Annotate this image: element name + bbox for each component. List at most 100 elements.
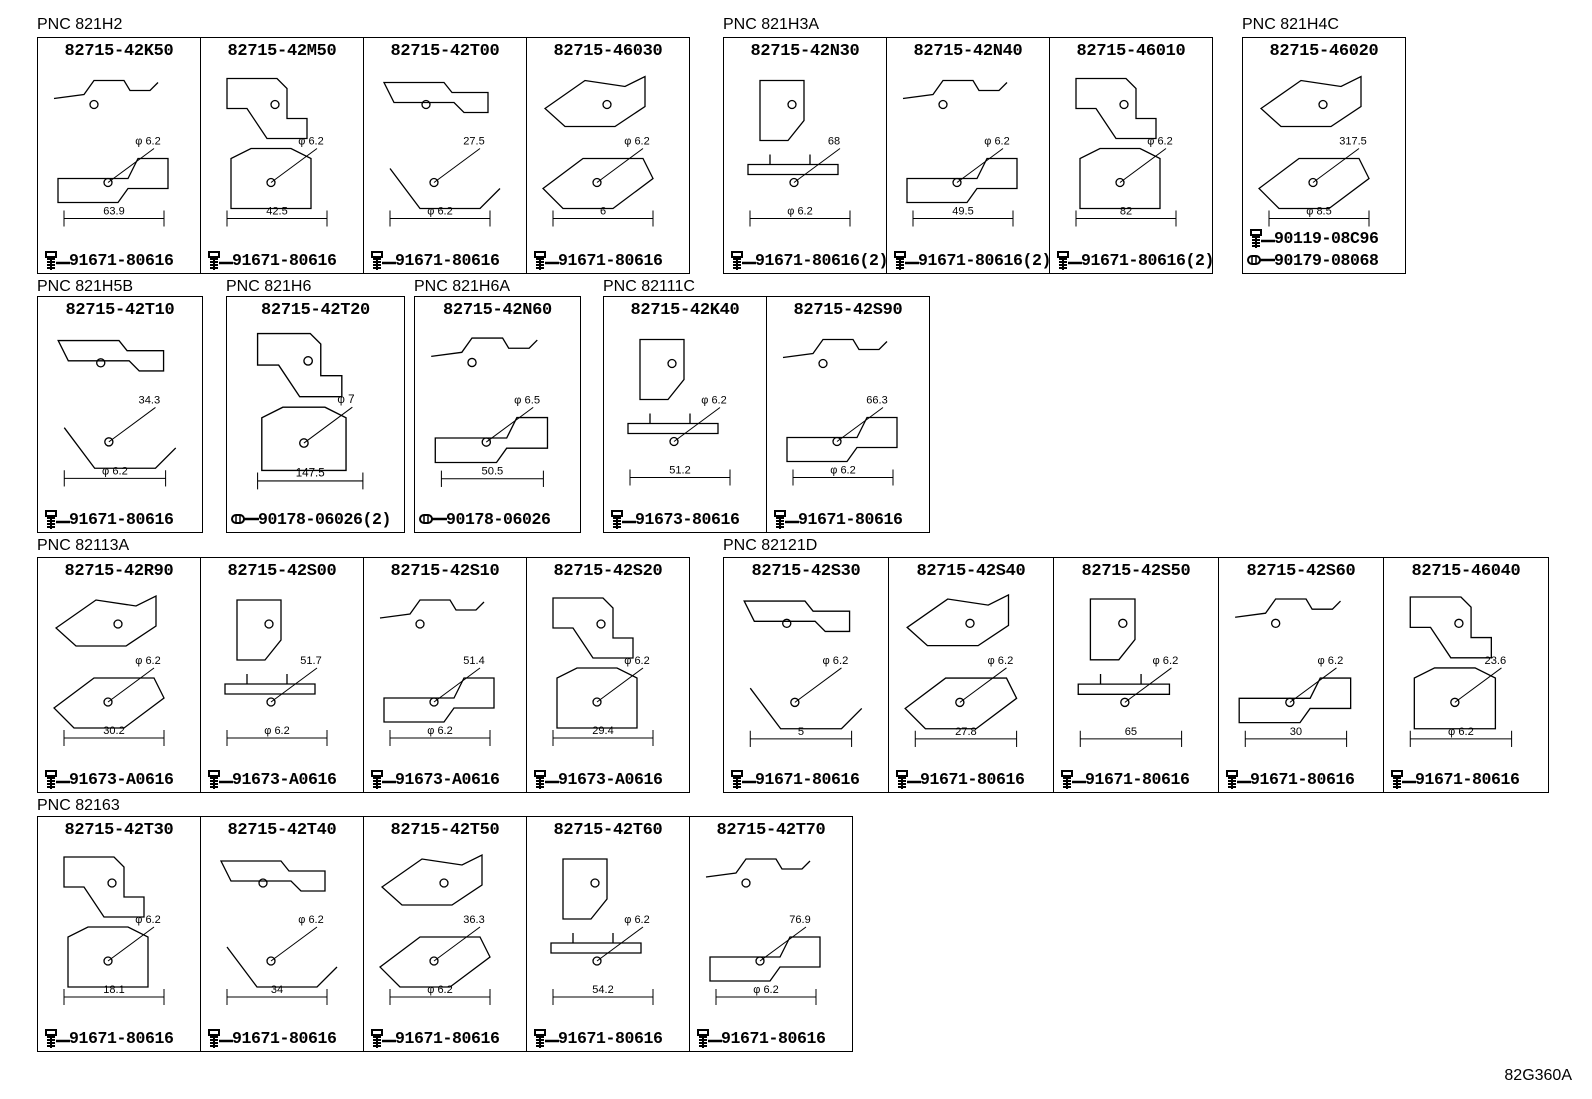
pnc-group-label: PNC 82111C (603, 278, 695, 295)
dimension-label: φ 6.5 (514, 394, 540, 406)
bolt-fastener[interactable]: 91671-80616 (771, 508, 929, 530)
fastener-list: 91671-80616 (205, 1027, 363, 1049)
fastener-list: 91671-80616 (728, 768, 888, 790)
fastener-list: 91671-80616 (205, 249, 363, 271)
fastener-part-number: 91673-A0616 (558, 769, 663, 789)
fastener-part-number: 91671-80616 (558, 250, 663, 270)
mounting-hole (421, 99, 431, 110)
bolt-fastener[interactable]: 91671-80616 (42, 249, 200, 271)
bolt-fastener[interactable]: 91673-A0616 (42, 768, 200, 790)
bolt-fastener[interactable]: 91671-80616 (1058, 768, 1218, 790)
bracket-outline (236, 599, 282, 661)
dimension-label: φ 6.2 (984, 136, 1009, 148)
diagram-id: 82G360A (1504, 1067, 1572, 1084)
dimension-label: 34 (271, 984, 283, 996)
bolt-fastener[interactable]: 91673-A0616 (531, 768, 689, 790)
fastener-list: 91671-80616(2) (891, 249, 1049, 271)
fastener-list: 91671-80616 (893, 768, 1053, 790)
part-number: 82715-42T40 (227, 821, 337, 840)
dimension-label: 147.5 (296, 468, 325, 480)
bolt-fastener[interactable]: 91671-80616 (1388, 768, 1548, 790)
bolt-icon (45, 1029, 70, 1048)
bolt-icon (1250, 229, 1275, 248)
dimension-label: φ 6.2 (701, 395, 726, 407)
fastener-part-number: 91671-80616 (232, 250, 337, 270)
bolt-fastener[interactable]: 91673-80616 (608, 508, 766, 530)
part-number: 82715-42S30 (751, 562, 861, 581)
fastener-part-number: 91671-80616 (1085, 769, 1190, 789)
bracket-outline (256, 332, 343, 398)
bolt-fastener[interactable]: 91671-80616 (368, 1027, 526, 1049)
bracket-outline (380, 853, 483, 906)
dimension-label: φ 6.2 (298, 136, 323, 148)
bolt-fastener[interactable]: 91671-80616(2) (891, 249, 1049, 271)
bolt-icon (731, 770, 756, 789)
clip-fastener[interactable]: 90178-06026 (419, 508, 580, 530)
clip-fastener[interactable]: 90179-08068 (1247, 249, 1405, 271)
dimension-label: φ 6.2 (753, 984, 778, 996)
dimension-label: φ 6.2 (624, 914, 649, 926)
bolt-fastener[interactable]: 91671-80616 (368, 249, 526, 271)
part-number: 82715-42T50 (390, 821, 500, 840)
bolt-fastener[interactable]: 91671-80616 (728, 768, 888, 790)
bolt-fastener[interactable]: 91673-A0616 (368, 768, 526, 790)
dimension-label: φ 6.2 (427, 984, 452, 996)
pnc-group-label: PNC 82121D (723, 537, 818, 554)
bolt-fastener[interactable]: 90119-08C96 (1247, 227, 1405, 249)
bolt-fastener[interactable]: 91671-80616(2) (728, 249, 886, 271)
bolt-fastener[interactable]: 91671-80616(2) (1054, 249, 1212, 271)
bolt-fastener[interactable]: 91671-80616 (531, 249, 689, 271)
bolt-fastener[interactable]: 91671-80616 (694, 1027, 852, 1049)
pnc-group-label: PNC 821H2 (37, 16, 123, 33)
bolt-fastener[interactable]: 91671-80616 (893, 768, 1053, 790)
bolt-fastener[interactable]: 91671-80616 (205, 1027, 363, 1049)
clip-fastener[interactable]: 90178-06026(2) (231, 508, 404, 530)
bracket-outline (743, 600, 851, 633)
bolt-fastener[interactable]: 91673-A0616 (205, 768, 363, 790)
bolt-icon (611, 510, 636, 529)
mounting-hole (741, 878, 751, 888)
mounting-hole (264, 619, 274, 629)
bolt-fastener[interactable]: 91671-80616 (531, 1027, 689, 1049)
bolt-icon (208, 251, 233, 270)
bolt-fastener[interactable]: 91671-80616 (1223, 768, 1383, 790)
bolt-fastener[interactable]: 91671-80616 (42, 1027, 200, 1049)
mounting-hole (965, 618, 975, 629)
bolt-fastener[interactable]: 91671-80616 (205, 249, 363, 271)
bracket-outline (53, 79, 159, 100)
fastener-part-number: 91671-80616 (920, 769, 1025, 789)
bolt-fastener[interactable]: 91671-80616 (42, 508, 202, 530)
dimension-label: 27.8 (955, 726, 977, 738)
